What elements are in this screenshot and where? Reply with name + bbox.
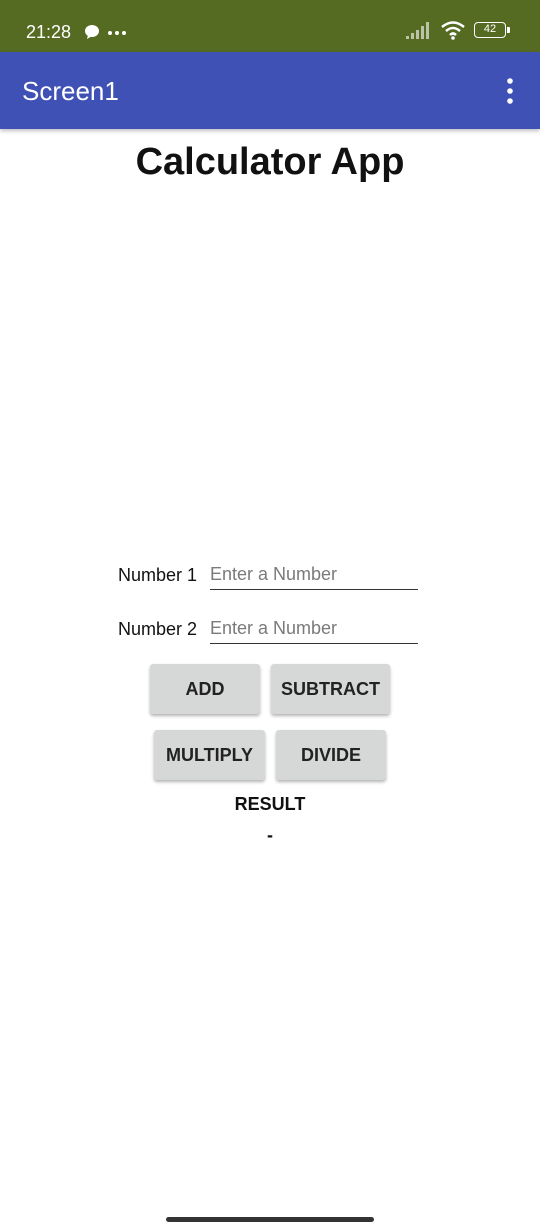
app-title: Screen1 xyxy=(22,76,119,106)
number2-input[interactable] xyxy=(210,613,418,644)
signal-icon xyxy=(406,22,430,39)
number1-label: Number 1 xyxy=(118,565,198,585)
wifi-icon xyxy=(440,21,465,40)
battery-icon: 42 xyxy=(474,22,510,38)
subtract-button[interactable]: SUBTRACT xyxy=(271,664,390,714)
more-dots-icon xyxy=(108,31,126,35)
multiply-button[interactable]: MULTIPLY xyxy=(154,730,265,780)
overflow-menu-icon[interactable] xyxy=(498,76,522,106)
home-indicator[interactable] xyxy=(166,1217,374,1222)
number2-label: Number 2 xyxy=(118,619,198,639)
page-title: Calculator App xyxy=(135,141,405,183)
add-button[interactable]: ADD xyxy=(150,664,260,714)
result-value: - xyxy=(267,825,273,845)
chat-icon xyxy=(85,25,99,39)
divide-button[interactable]: DIVIDE xyxy=(276,730,386,780)
status-bar: 21:28 42 xyxy=(0,0,540,52)
battery-level: 42 xyxy=(483,23,497,35)
status-time: 21:28 xyxy=(26,22,72,42)
status-icons: 42 xyxy=(405,20,510,44)
number1-input[interactable] xyxy=(210,559,418,590)
result-label: RESULT xyxy=(234,794,306,814)
app-bar: Screen1 xyxy=(0,52,540,129)
